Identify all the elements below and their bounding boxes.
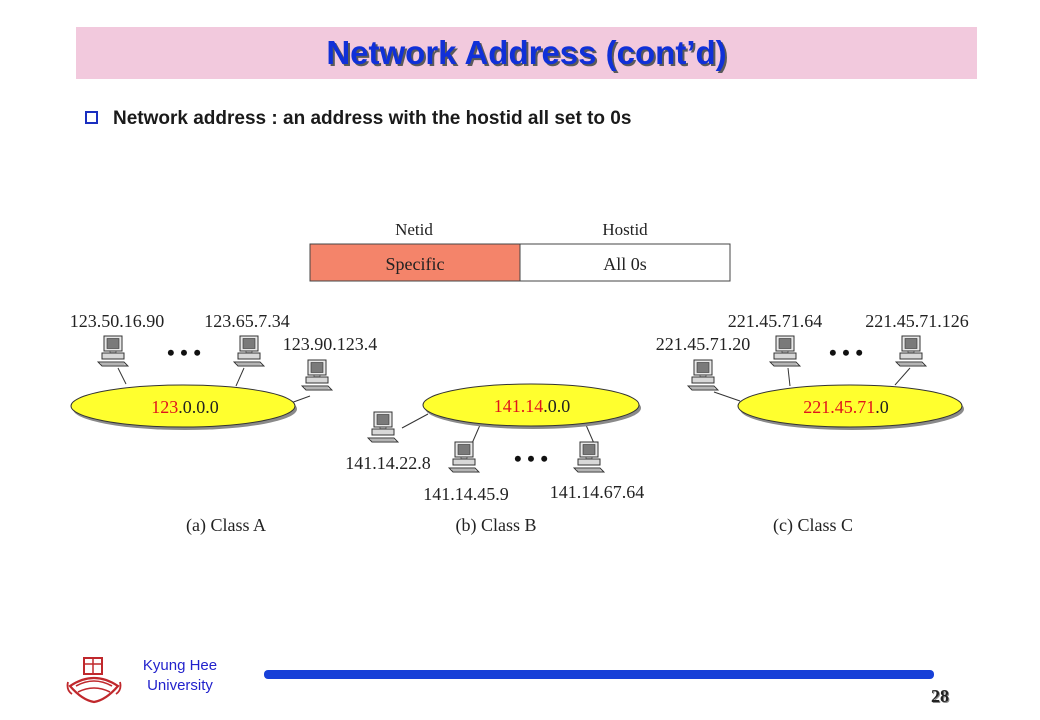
class-a-ellipsis: • • • (167, 340, 201, 365)
desktop-computer-icon (301, 359, 333, 391)
hostid-cell (519, 243, 731, 282)
class-c-caption: (c) Class C (773, 515, 853, 536)
class-c-ellipsis: • • • (829, 340, 863, 365)
class-a-caption: (a) Class A (186, 515, 266, 536)
footer-divider (264, 670, 934, 679)
hostid-header: Hostid (602, 220, 648, 239)
desktop-computer-icon (687, 359, 719, 391)
title-band: Network Address (cont’d) (76, 27, 977, 79)
desktop-computer-icon (97, 335, 129, 367)
desktop-computer-icon (448, 441, 480, 473)
class-b-network: 141.14.0.0 141.14.22.8 141.14.45.9 141.1… (345, 383, 645, 536)
class-c-network-address: 221.45.71.0 (803, 397, 889, 417)
slide-title: Network Address (cont’d) (326, 34, 727, 71)
desktop-computer-icon (367, 411, 399, 443)
page-number: 28 (931, 686, 949, 706)
netid-value: Specific (386, 254, 445, 274)
class-b-network-address: 141.14.0.0 (494, 396, 571, 416)
desktop-computer-icon (233, 335, 265, 367)
class-a-host-label: 123.50.16.90 (70, 311, 165, 331)
desktop-computer-icon (895, 335, 927, 367)
university-crest-icon (66, 657, 122, 704)
class-c-host-label: 221.45.71.20 (656, 334, 751, 354)
class-b-host-label: 141.14.45.9 (423, 484, 509, 504)
university-name-line1: Kyung Hee (142, 657, 218, 674)
class-c-network: 221.45.71.0 221.45.71.20 221.45.71.64 22… (656, 311, 969, 536)
bullet-text: Network address : an address with the ho… (113, 108, 632, 129)
university-name: Kyung Hee University (118, 656, 242, 696)
address-format: Netid Hostid Specific All 0s (309, 220, 731, 282)
class-b-caption: (b) Class B (456, 515, 537, 536)
class-b-host-label: 141.14.22.8 (345, 453, 431, 473)
class-a-network: 123.0.0.0 123.50.16.90 123.65.7.34 123.9… (70, 311, 378, 536)
hollow-square-icon (85, 111, 98, 124)
class-b-ellipsis: • • • (514, 446, 548, 471)
desktop-computer-icon (573, 441, 605, 473)
class-a-host-label: 123.90.123.4 (283, 334, 378, 354)
class-c-host-label: 221.45.71.64 (728, 311, 823, 331)
hostid-value: All 0s (603, 254, 647, 274)
netid-cell (309, 243, 521, 282)
class-b-host-label: 141.14.67.64 (550, 482, 645, 502)
university-name-line2: University (147, 677, 213, 694)
class-c-host-label: 221.45.71.126 (865, 311, 969, 331)
class-a-network-address: 123.0.0.0 (151, 397, 219, 417)
desktop-computer-icon (769, 335, 801, 367)
class-a-host-label: 123.65.7.34 (204, 311, 290, 331)
netid-header: Netid (395, 220, 433, 239)
